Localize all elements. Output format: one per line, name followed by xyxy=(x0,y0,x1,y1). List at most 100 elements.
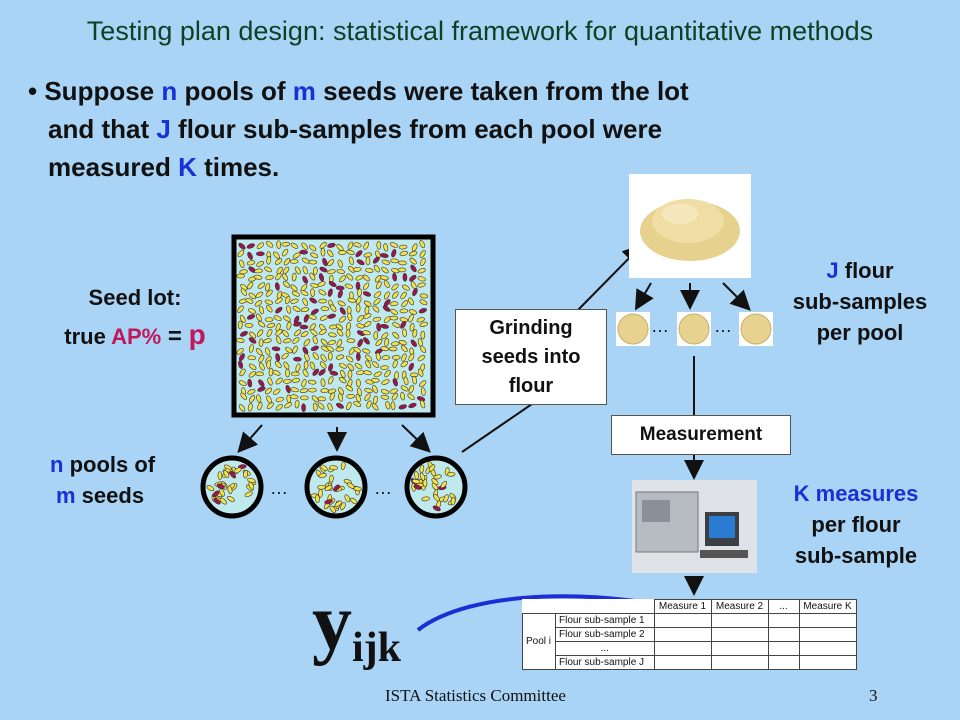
table-cell xyxy=(653,613,712,628)
seed xyxy=(346,249,355,255)
seed xyxy=(309,272,316,281)
seed xyxy=(372,305,380,313)
seed xyxy=(319,361,327,369)
gm-seed xyxy=(238,242,246,250)
text-span: and that xyxy=(48,114,157,144)
seed xyxy=(239,269,248,275)
gm-seed xyxy=(310,345,319,352)
seed xyxy=(239,259,245,269)
seed xyxy=(356,378,361,388)
arrow-flour-sub-1 xyxy=(634,282,654,311)
seed xyxy=(285,368,290,378)
seed xyxy=(239,368,246,377)
seed xyxy=(289,394,299,400)
seed xyxy=(238,404,246,412)
seed xyxy=(380,394,390,400)
gm-seed xyxy=(271,346,281,352)
seed xyxy=(256,242,264,249)
seed xyxy=(346,401,352,411)
seed xyxy=(283,338,292,344)
seed xyxy=(371,403,379,411)
seed xyxy=(248,371,257,378)
table-corner-2 xyxy=(555,599,655,614)
gm-seed xyxy=(299,324,309,330)
measurement-box: Measurement xyxy=(611,415,791,455)
seed xyxy=(428,464,436,472)
seed xyxy=(266,305,273,313)
seed xyxy=(289,259,299,264)
var-n: n xyxy=(161,76,178,106)
seed xyxy=(327,249,334,258)
seed xyxy=(284,402,292,409)
flour-line-2: sub-samples xyxy=(792,289,928,314)
seed xyxy=(338,376,347,384)
seed xyxy=(346,338,356,343)
seed xyxy=(383,280,390,288)
gm-seed xyxy=(380,253,389,258)
seed xyxy=(390,308,398,315)
seed xyxy=(236,273,245,279)
seed xyxy=(388,346,398,352)
seed xyxy=(392,322,401,328)
gm-seed xyxy=(319,266,328,273)
seed xyxy=(391,355,401,360)
seed xyxy=(275,397,284,403)
seed xyxy=(371,377,380,383)
gm-seed xyxy=(318,273,324,282)
table-header: Measure K xyxy=(798,599,857,614)
seed xyxy=(402,328,407,338)
seed xyxy=(308,314,317,320)
seed xyxy=(275,335,282,345)
seed xyxy=(355,393,361,403)
seed xyxy=(419,380,427,388)
gm-seed xyxy=(410,264,417,273)
seed xyxy=(400,291,407,300)
seed xyxy=(365,354,373,362)
seed xyxy=(266,360,271,369)
gm-seed xyxy=(409,274,417,282)
seed xyxy=(408,314,414,323)
text-span: seeds were taken from the lot xyxy=(315,76,689,106)
seed xyxy=(408,309,418,315)
seed xyxy=(389,315,399,321)
seed xyxy=(276,240,281,249)
seed xyxy=(347,482,355,489)
seed xyxy=(301,379,307,388)
table-cell xyxy=(767,655,800,670)
gm-seed xyxy=(301,403,306,412)
gm-seed xyxy=(410,339,417,348)
seed xyxy=(419,240,426,249)
bullet-marker: • xyxy=(28,76,38,106)
seed xyxy=(281,352,289,360)
gm-seed xyxy=(329,370,339,376)
table-corner xyxy=(523,600,556,614)
gm-seed xyxy=(412,287,418,297)
seed xyxy=(257,282,266,289)
seed xyxy=(419,321,428,328)
gm-seed xyxy=(408,362,414,371)
seed xyxy=(348,256,354,265)
pools-line-1: n pools of xyxy=(40,449,155,480)
gm-seed xyxy=(212,490,220,498)
seed xyxy=(264,266,273,273)
seed xyxy=(347,363,355,371)
seed xyxy=(366,400,372,409)
seed xyxy=(344,494,351,503)
seed xyxy=(337,300,346,307)
seed xyxy=(376,241,382,250)
table-row-label: Flour sub-sample 2 xyxy=(555,627,655,642)
seed xyxy=(357,314,364,322)
k-line-3: sub-sample xyxy=(794,543,918,568)
seed xyxy=(443,494,449,503)
gm-seed xyxy=(363,337,370,345)
seed xyxy=(383,243,389,252)
gm-seed xyxy=(327,242,336,248)
gm-seed xyxy=(333,484,340,492)
seed xyxy=(266,256,272,265)
gm-seed xyxy=(362,291,372,297)
seed xyxy=(304,353,310,362)
var-K: K xyxy=(178,152,197,182)
seed xyxy=(239,314,246,323)
gm-seed xyxy=(402,272,408,282)
gm-seed xyxy=(247,251,253,260)
